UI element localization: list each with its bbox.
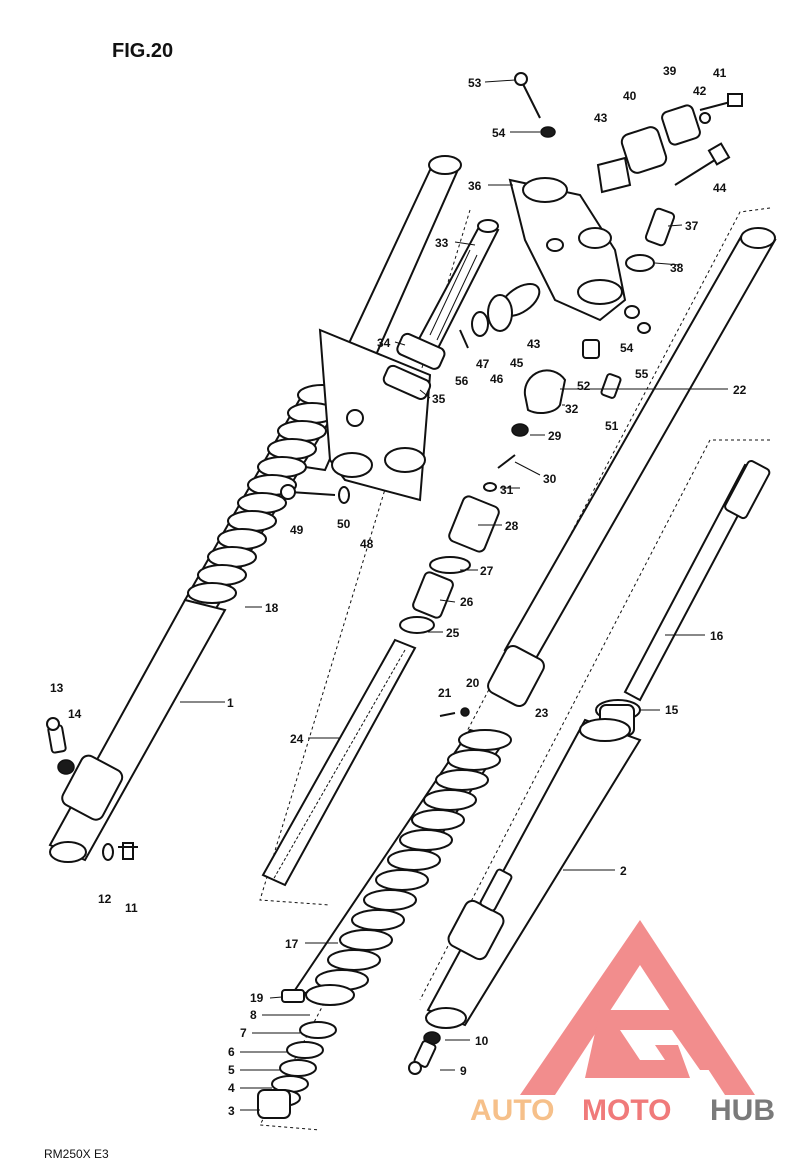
fork-spring [261,638,417,887]
callout-20: 20 [466,676,480,690]
callout-51: 51 [605,419,619,433]
right-outer-tube [425,718,642,1029]
handlebar-clamp-parts [596,93,743,194]
callout-24: 24 [290,732,304,746]
callout-28: 28 [505,519,519,533]
callout-1: 1 [227,696,234,710]
callout-labels: 1 2 3 4 5 6 7 8 9 10 11 12 13 14 15 16 1… [50,64,747,1118]
callout-3: 3 [228,1104,235,1118]
watermark-auto: AUTO [470,1094,554,1127]
callout-12: 12 [98,892,112,906]
callout-4: 4 [228,1081,235,1095]
left-fork-leg [48,155,462,863]
callout-48: 48 [360,537,374,551]
callout-14: 14 [68,707,82,721]
callout-5: 5 [228,1063,235,1077]
callout-32: 32 [565,402,579,416]
watermark-hub: HUB [710,1094,775,1127]
pinch-bolt-49 [280,484,350,504]
callout-7: 7 [240,1026,247,1040]
callout-42: 42 [693,84,707,98]
callout-50: 50 [337,517,351,531]
callout-2: 2 [620,864,627,878]
callout-55: 55 [635,367,649,381]
watermark-text: AUTO MOTO HUB [470,1094,775,1127]
callout-10: 10 [475,1034,489,1048]
callout-37: 37 [685,219,699,233]
callout-21: 21 [438,686,452,700]
callout-44: 44 [713,181,727,195]
leader-lines [180,79,728,1111]
model-code: RM250X E3 [44,1147,109,1161]
callout-54b: 54 [620,341,634,355]
bolt-53 [514,72,556,138]
right-fork-leg [257,227,777,1119]
callout-19: 19 [250,991,264,1005]
callout-38: 38 [670,261,684,275]
bolt-37 [625,207,676,272]
callout-18: 18 [265,601,279,615]
callout-13: 13 [50,681,64,695]
callout-53: 53 [468,76,482,90]
callout-9: 9 [460,1064,467,1078]
callout-8: 8 [250,1008,257,1022]
callout-6: 6 [228,1045,235,1059]
callout-16: 16 [710,629,724,643]
callout-46: 46 [490,372,504,386]
callout-31: 31 [500,483,514,497]
callout-49: 49 [290,523,304,537]
callout-17: 17 [285,937,299,951]
callout-40: 40 [623,89,637,103]
seal-stack [257,984,355,1119]
callout-27: 27 [480,564,494,578]
stem-seal-parts [459,283,541,349]
watermark-logo [520,920,755,1095]
upper-bracket [508,177,627,322]
frame-damper-assembly [419,439,770,1001]
callout-52: 52 [577,379,591,393]
callout-11: 11 [125,901,138,915]
callout-43b: 43 [527,337,541,351]
small-fasteners [46,717,441,1075]
callout-33: 33 [435,236,449,250]
callout-36: 36 [468,179,482,193]
callout-23: 23 [535,706,549,720]
callout-39: 39 [663,64,677,78]
callout-56: 56 [455,374,469,388]
callout-34: 34 [377,336,391,350]
callout-47: 47 [476,357,490,371]
top-cap-parts [523,305,651,414]
callout-25: 25 [446,626,460,640]
damper-top-parts [399,423,529,634]
callout-43: 43 [594,111,608,125]
callout-29: 29 [548,429,562,443]
callout-26: 26 [460,595,474,609]
callout-45: 45 [510,356,524,370]
figure-title: FIG.20 [112,40,173,62]
callout-35: 35 [432,392,446,406]
callout-41: 41 [713,66,727,80]
callout-15: 15 [665,703,679,717]
callout-54: 54 [492,126,506,140]
watermark-moto: MOTO [582,1094,671,1127]
callout-22: 22 [733,383,747,397]
right-fork-boot-ribs [315,729,512,991]
callout-30: 30 [543,472,557,486]
steering-stem [382,219,500,400]
